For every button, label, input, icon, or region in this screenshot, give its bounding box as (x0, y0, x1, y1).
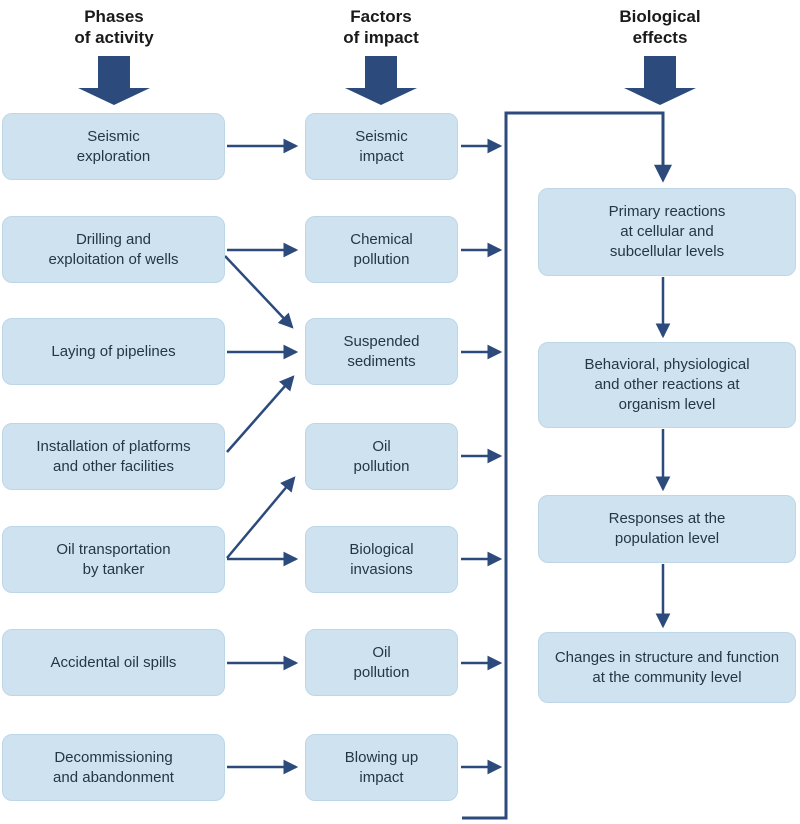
factor-box-biological-invasions: Biological invasions (305, 526, 458, 593)
factor-box-suspended-sediments: Suspended sediments (305, 318, 458, 385)
phase-box-oil-transportation: Oil transportation by tanker (2, 526, 225, 593)
factor-box-seismic-impact: Seismic impact (305, 113, 458, 180)
arrow-installation-to-suspended-sediments (226, 375, 295, 453)
factor-box-blowing-up-impact: Blowing up impact (305, 734, 458, 801)
down-block-arrow-effects (624, 56, 696, 105)
phase-box-decommissioning: Decommissioning and abandonment (2, 734, 225, 801)
factor-box-oil-pollution-1: Oil pollution (305, 423, 458, 490)
phase-box-drilling-exploitation: Drilling and exploitation of wells (2, 216, 225, 283)
phase-box-laying-pipelines: Laying of pipelines (2, 318, 225, 385)
phase-box-accidental-spills: Accidental oil spills (2, 629, 225, 696)
effect-box-behavioral-reactions: Behavioral, physiological and other reac… (538, 342, 796, 428)
effect-box-primary-reactions: Primary reactions at cellular and subcel… (538, 188, 796, 276)
factor-box-chemical-pollution: Chemical pollution (305, 216, 458, 283)
phase-box-seismic-exploration: Seismic exploration (2, 113, 225, 180)
down-block-arrow-factors (345, 56, 417, 105)
arrow-drilling-to-suspended-sediments (224, 255, 294, 329)
arrow-tanker-to-oil-pollution (226, 476, 296, 559)
phase-box-installation-platforms: Installation of platforms and other faci… (2, 423, 225, 490)
down-block-arrow-phases (78, 56, 150, 105)
column-header-effects: Biological effects (619, 7, 701, 47)
factor-box-oil-pollution-2: Oil pollution (305, 629, 458, 696)
effect-box-community-changes: Changes in structure and function at the… (538, 632, 796, 703)
column-header-phases: Phases of activity (74, 7, 154, 47)
column-header-factors: Factors of impact (343, 7, 419, 47)
effect-box-population-responses: Responses at the population level (538, 495, 796, 563)
